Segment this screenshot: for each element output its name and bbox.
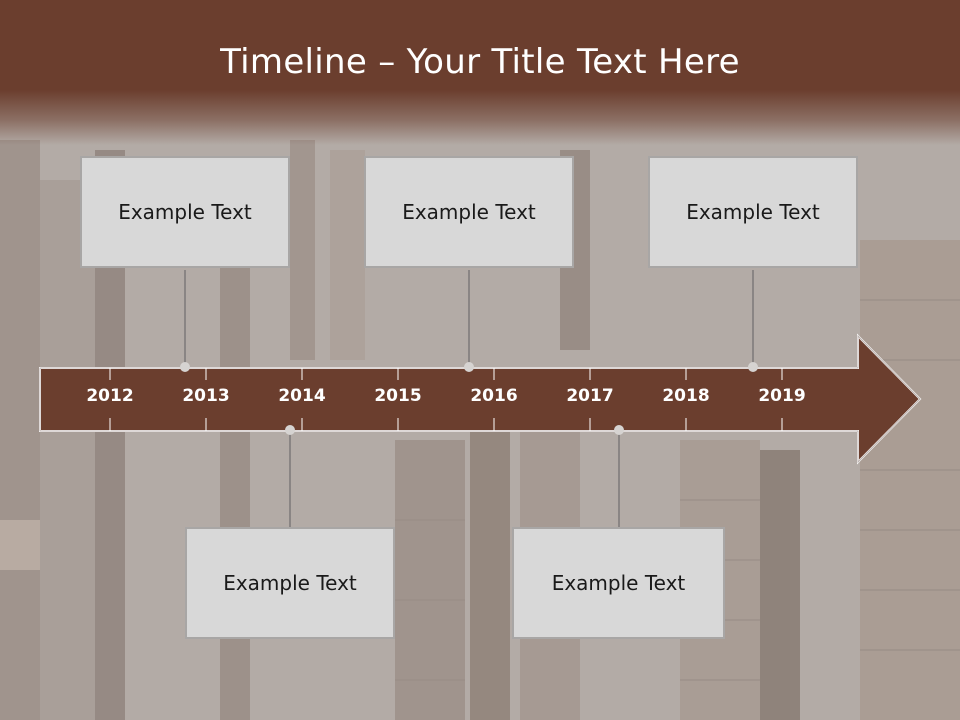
event-box-bottom-2[interactable]: Example Text <box>512 527 725 639</box>
year-label-2018: 2018 <box>662 386 710 406</box>
event-box-bottom-1[interactable]: Example Text <box>185 527 395 639</box>
event-box-top-2[interactable]: Example Text <box>364 156 574 268</box>
connector-dot <box>285 425 295 435</box>
timeline-arrow <box>39 333 922 465</box>
year-label-2015: 2015 <box>374 386 422 406</box>
slide-title: Timeline – Your Title Text Here <box>220 42 740 82</box>
connector-dot <box>180 362 190 372</box>
year-label-2013: 2013 <box>182 386 230 406</box>
year-label-2019: 2019 <box>758 386 806 406</box>
connector-dot <box>748 362 758 372</box>
event-box-top-1[interactable]: Example Text <box>80 156 290 268</box>
year-label-2017: 2017 <box>566 386 614 406</box>
year-label-2014: 2014 <box>278 386 326 406</box>
event-box-label: Example Text <box>223 571 357 595</box>
connector-dot <box>464 362 474 372</box>
year-label-2016: 2016 <box>470 386 518 406</box>
event-box-top-3[interactable]: Example Text <box>648 156 858 268</box>
event-box-label: Example Text <box>551 571 686 595</box>
event-box-label: Example Text <box>402 200 536 224</box>
title-band <box>0 0 960 145</box>
event-box-label: Example Text <box>686 200 820 224</box>
connector-dot <box>614 425 624 435</box>
event-box-label: Example Text <box>118 200 252 224</box>
year-label-2012: 2012 <box>86 386 134 406</box>
